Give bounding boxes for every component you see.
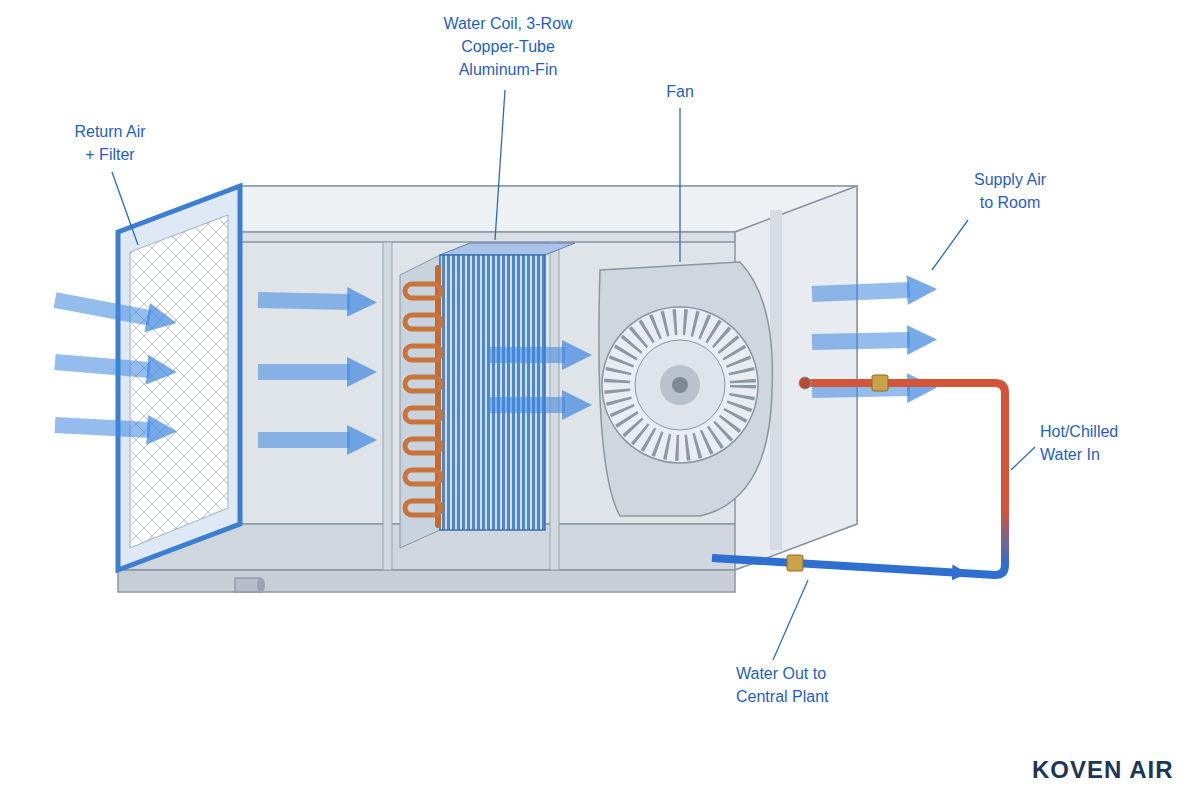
coil-header <box>435 268 441 525</box>
copper-u-bend <box>405 501 441 515</box>
callout-label: Fan <box>650 80 710 103</box>
fan-blades <box>617 322 743 448</box>
fan-hub <box>660 365 700 405</box>
callout-label: Hot/Chilled Water In <box>1040 420 1140 466</box>
copper-u-bend <box>405 346 441 360</box>
inner-air-arrow <box>258 432 350 448</box>
filter-frame <box>118 186 240 570</box>
return-air-arrow <box>55 425 150 430</box>
copper-u-bend <box>405 439 441 453</box>
leader-line <box>773 580 808 660</box>
leader-line <box>112 172 138 245</box>
supply-air-arrow <box>812 290 910 294</box>
inner-air-arrow <box>258 300 350 302</box>
fan-hub-plate <box>635 340 725 430</box>
divider-plate <box>383 242 392 570</box>
leader-line <box>1011 447 1035 470</box>
brand-watermark: KOVEN AIR <box>1032 758 1173 781</box>
coil-end-plate <box>400 255 440 548</box>
leader-lines <box>112 90 1035 660</box>
supply-water-pipe <box>805 383 1005 565</box>
leader-line <box>679 108 680 262</box>
filter-media <box>130 215 228 548</box>
air-flow-arrows <box>55 290 910 440</box>
callout-label: Water Coil, 3-Row Copper-Tube Aluminum-F… <box>427 12 589 81</box>
supply-air-arrow <box>812 340 910 342</box>
coil-top <box>440 243 575 255</box>
callout-label: Return Air + Filter <box>68 120 152 166</box>
callout-label: Water Out to Central Plant <box>736 662 846 708</box>
fan-scroll-housing <box>599 262 773 516</box>
copper-u-bend <box>405 315 441 329</box>
copper-u-bend <box>405 470 441 484</box>
pipe-connection <box>799 377 811 389</box>
return-air-arrow <box>55 362 150 370</box>
coil-fins <box>440 255 545 530</box>
brass-fitting <box>872 375 888 391</box>
fan-wheel <box>602 307 758 463</box>
callout-label: Supply Air to Room <box>967 168 1053 214</box>
copper-u-bend <box>405 284 441 298</box>
copper-u-bend <box>405 377 441 391</box>
drain-pan-rail <box>118 570 735 592</box>
copper-u-bend <box>405 408 441 422</box>
return-air-arrow <box>55 300 150 318</box>
drain-stub-end <box>257 578 265 592</box>
water-flow-arrow <box>940 572 960 573</box>
inner-air-arrow <box>258 364 350 380</box>
return-water-pipe <box>712 558 1005 575</box>
leader-line <box>495 90 505 240</box>
coil-air-arrow <box>490 347 565 363</box>
coil-air-arrow <box>490 397 565 413</box>
copper-u-bends <box>405 284 441 515</box>
fan-shaft <box>672 377 688 393</box>
leader-line <box>932 220 968 270</box>
supply-air-arrow <box>812 388 910 390</box>
brass-fitting <box>787 555 803 571</box>
